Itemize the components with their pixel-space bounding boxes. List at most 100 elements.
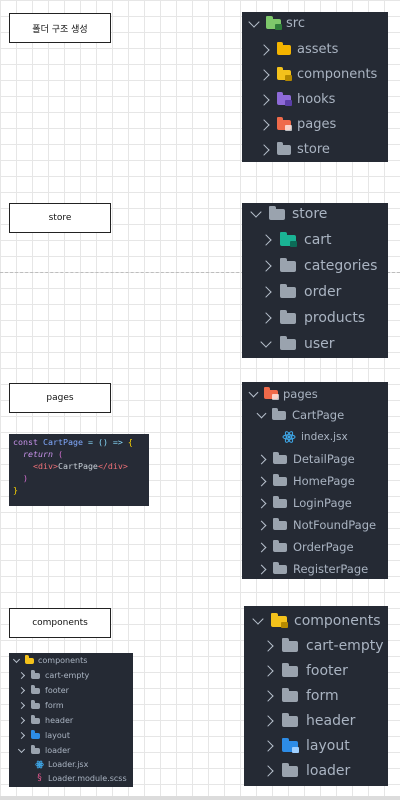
tree-file-index[interactable]: index.jsx (282, 430, 348, 444)
tree-item[interactable]: cart-empty (17, 669, 90, 680)
chevron-right-icon (262, 765, 274, 777)
folder-icon (273, 451, 287, 464)
folder-icon (282, 712, 298, 727)
tree-item[interactable]: layout (262, 737, 350, 754)
cart-folder-icon (280, 231, 297, 247)
store-tree-panel: store cart categories order products use… (242, 203, 388, 358)
tree-root-components[interactable]: components (252, 612, 381, 629)
tree-item[interactable]: cart (260, 231, 332, 248)
folder-icon (282, 637, 298, 652)
tree-item[interactable]: loader (262, 762, 351, 779)
chevron-down-icon (256, 408, 267, 418)
src-folder-icon (266, 15, 282, 30)
code-line: ) (13, 472, 149, 484)
tree-item[interactable]: categories (260, 257, 378, 274)
code-brace: } (13, 485, 18, 495)
tree-item[interactable]: hooks (258, 91, 335, 107)
components-folder-icon (277, 66, 292, 81)
tree-item[interactable]: RegisterPage (256, 561, 369, 576)
src-tree-panel: src assets components hooks pages store (242, 12, 388, 162)
chevron-down-icon (248, 15, 260, 28)
code-identifier: CartPage (42, 437, 83, 447)
tree-root-pages[interactable]: pages (248, 386, 318, 401)
folder-icon (273, 473, 287, 486)
tree-item[interactable]: form (17, 699, 64, 710)
tree-file-label: Loader.jsx (48, 760, 89, 769)
label-store: store (9, 203, 111, 233)
chevron-right-icon (258, 68, 270, 81)
tree-item-label: CartPage (292, 408, 345, 422)
chevron-right-icon (262, 715, 274, 727)
code-tag: </div> (97, 461, 128, 471)
tree-item[interactable]: OrderPage (256, 539, 354, 554)
tree-item[interactable]: user (260, 335, 335, 352)
tree-item[interactable]: assets (258, 41, 339, 57)
code-line: const CartPage = () => { (13, 436, 149, 448)
tree-item-label: header (306, 713, 356, 729)
chevron-down-icon (248, 387, 259, 397)
folder-icon (280, 257, 296, 272)
tree-item-label: RegisterPage (293, 562, 369, 576)
components-folder-open-icon (271, 612, 288, 628)
tree-file[interactable]: § Loader.module.scss (35, 774, 126, 784)
tree-item-label: DetailPage (293, 452, 355, 466)
tree-item-label: store (297, 142, 330, 157)
folder-icon (273, 539, 287, 552)
tree-item[interactable]: layout (17, 729, 70, 740)
tree-item-label: order (304, 284, 342, 300)
tree-item-label: loader (306, 763, 351, 779)
tree-root-components[interactable]: components (12, 654, 87, 665)
tree-item[interactable]: store (258, 141, 330, 157)
code-text: CartPage (57, 461, 98, 471)
tree-item[interactable]: footer (262, 662, 348, 679)
tree-item[interactable]: components (258, 66, 377, 82)
tree-item-label: footer (306, 663, 348, 679)
tree-item-label: categories (304, 258, 378, 274)
chevron-down-icon (260, 336, 272, 348)
tree-item[interactable]: loader (17, 744, 70, 755)
tree-root-src[interactable]: src (248, 15, 305, 31)
tree-item[interactable]: DetailPage (256, 451, 355, 466)
chevron-right-icon (256, 542, 267, 552)
chevron-right-icon (258, 43, 270, 56)
components-small-tree-panel: components cart-empty footer form header… (9, 653, 133, 787)
tree-item[interactable]: order (260, 283, 342, 300)
tree-item[interactable]: form (262, 687, 339, 704)
tree-item[interactable]: header (262, 712, 356, 729)
tree-item-label: layout (306, 738, 350, 754)
tree-item-cartpage[interactable]: CartPage (256, 407, 345, 422)
pages-tree-panel: pages CartPage index.jsx DetailPage Home… (242, 382, 388, 579)
tree-item[interactable]: header (17, 714, 73, 725)
folder-icon (31, 699, 40, 709)
label-folder-structure: 폴더 구조 생성 (9, 13, 111, 43)
tree-item-label: assets (297, 42, 339, 57)
tree-item[interactable]: HomePage (256, 473, 355, 488)
tree-item[interactable]: pages (258, 116, 336, 132)
folder-icon (31, 684, 40, 694)
pages-folder-open-icon (264, 386, 279, 400)
tree-item[interactable]: footer (17, 684, 69, 695)
code-keyword: const (13, 437, 38, 447)
chevron-right-icon (256, 564, 267, 574)
tree-item[interactable]: cart-empty (262, 637, 384, 654)
react-icon (35, 760, 44, 769)
folder-open-icon (272, 407, 286, 420)
tree-item-label: form (306, 688, 339, 704)
folder-icon (273, 561, 287, 574)
folder-icon (282, 662, 298, 677)
chevron-right-icon (258, 93, 270, 106)
tree-item-label: cart-empty (45, 671, 90, 680)
chevron-right-icon (256, 498, 267, 508)
chevron-right-icon (260, 260, 272, 272)
chevron-down-icon (17, 745, 26, 754)
tree-file[interactable]: Loader.jsx (35, 760, 88, 769)
chevron-right-icon (256, 476, 267, 486)
layout-folder-icon (31, 729, 40, 739)
bottom-scrollbar[interactable] (0, 796, 400, 800)
tree-item[interactable]: NotFoundPage (256, 517, 376, 532)
tree-root-store[interactable]: store (250, 205, 327, 222)
folder-icon (31, 669, 40, 679)
chevron-right-icon (262, 665, 274, 677)
tree-item[interactable]: LoginPage (256, 495, 352, 510)
tree-item[interactable]: products (260, 309, 365, 326)
